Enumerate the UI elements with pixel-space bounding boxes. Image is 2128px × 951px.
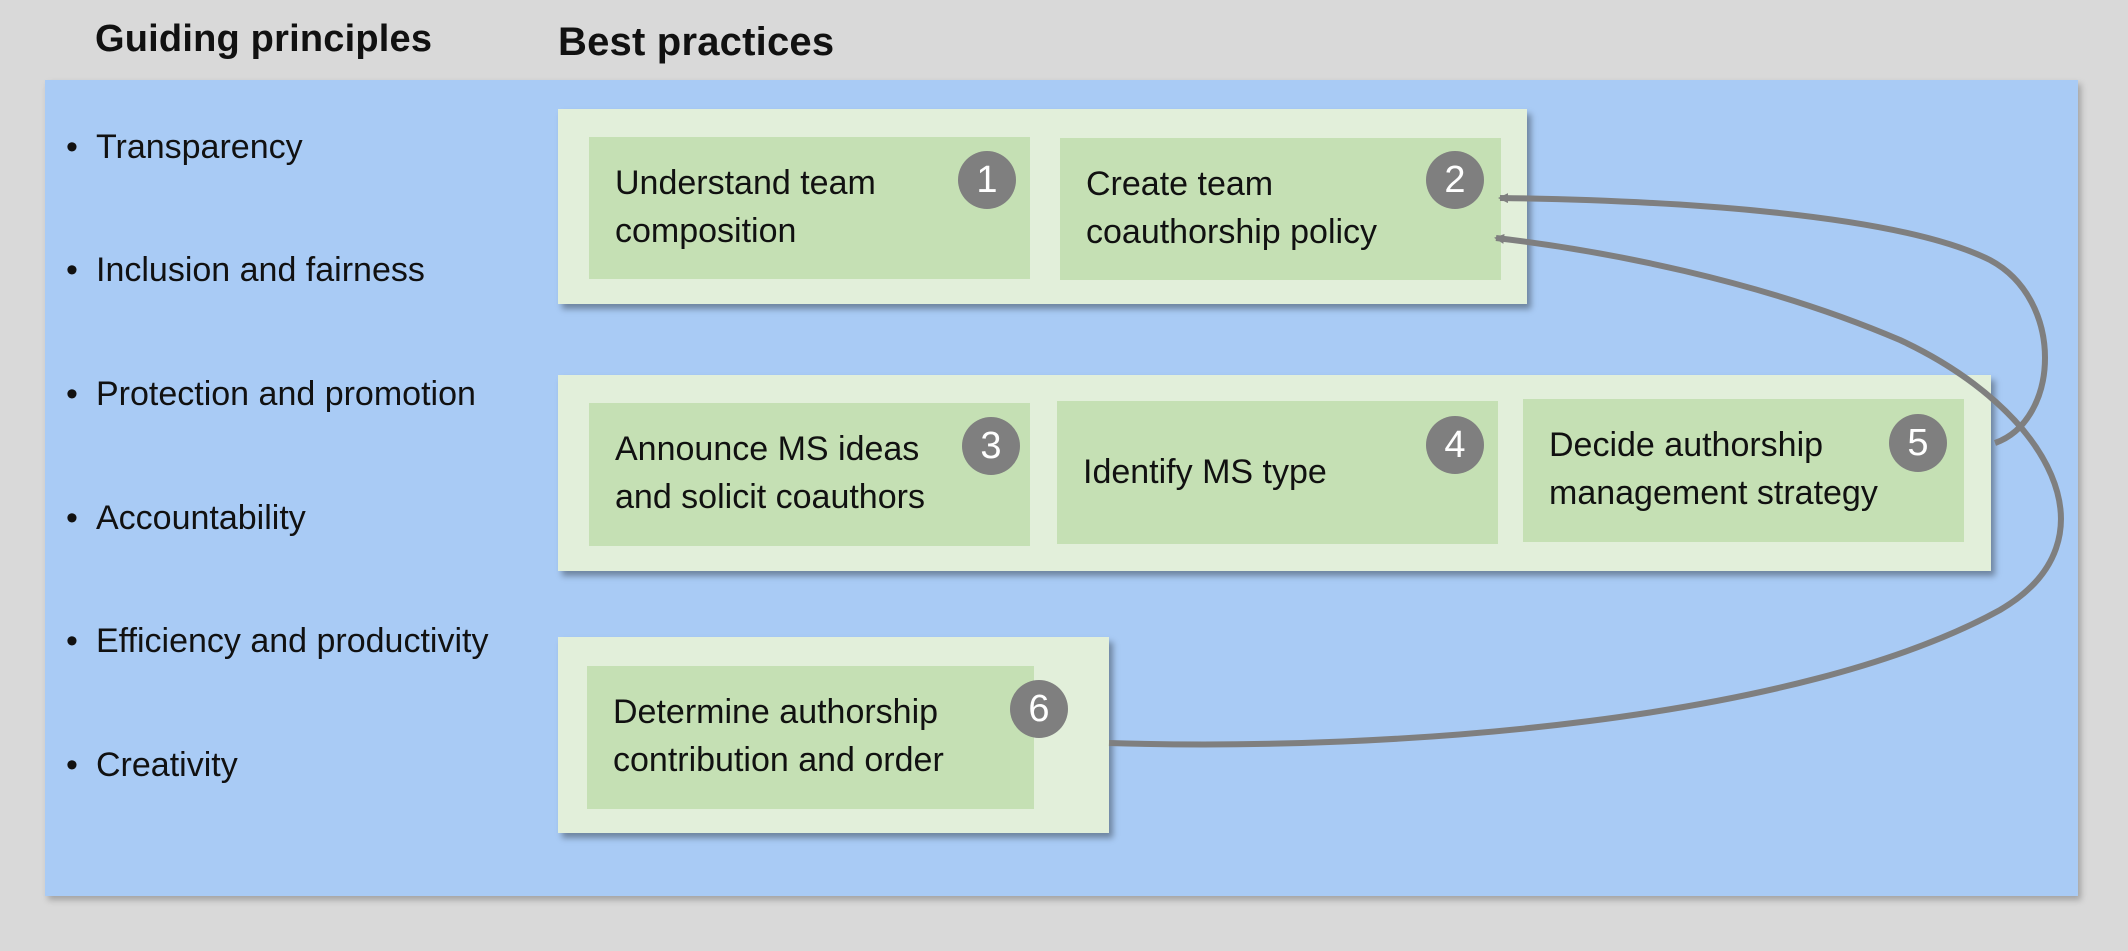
practice-text: Identify MS type [1083, 453, 1327, 491]
practice-text: Understand team composition [615, 164, 876, 250]
principle-label: Efficiency and productivity [96, 622, 489, 660]
principle-item: • Transparency [66, 128, 303, 167]
step-number-badge: 1 [958, 151, 1016, 209]
principle-label: Accountability [96, 499, 306, 537]
practice-card-6: Determine authorship contribution and or… [587, 666, 1068, 809]
bullet-marker: • [66, 128, 78, 166]
principle-item: • Protection and promotion [66, 375, 476, 414]
practice-card-2: Create team coauthorship policy 2 [1060, 138, 1501, 280]
principle-item: • Inclusion and fairness [66, 251, 425, 290]
practice-group-2: Announce MS ideas and solicit coauthors … [558, 375, 1991, 571]
practice-card-1: Understand team composition 1 [589, 137, 1030, 279]
bullet-marker: • [66, 746, 78, 784]
step-number-badge: 3 [962, 417, 1020, 475]
practice-card-4: Identify MS type 4 [1057, 401, 1498, 544]
principle-label: Creativity [96, 746, 238, 784]
bullet-marker: • [66, 251, 78, 289]
practice-card-3: Announce MS ideas and solicit coauthors … [589, 403, 1030, 546]
principle-item: • Efficiency and productivity [66, 622, 488, 661]
step-number-badge: 6 [1010, 680, 1068, 738]
practice-group-3: Determine authorship contribution and or… [558, 637, 1109, 833]
bullet-marker: • [66, 499, 78, 537]
principle-label: Transparency [96, 128, 303, 166]
practice-text: Determine authorship contribution and or… [613, 693, 944, 779]
principle-item: • Accountability [66, 499, 306, 538]
principle-item: • Creativity [66, 746, 238, 785]
step-number-badge: 2 [1426, 151, 1484, 209]
step-number-badge: 5 [1889, 414, 1947, 472]
bullet-marker: • [66, 622, 78, 660]
best-practices-heading: Best practices [558, 20, 835, 64]
guiding-principles-heading: Guiding principles [95, 18, 433, 60]
practice-text: Create team coauthorship policy [1086, 165, 1378, 251]
principle-label: Protection and promotion [96, 375, 476, 413]
practice-group-1: Understand team composition 1 Create tea… [558, 109, 1527, 304]
practice-text: Decide authorship management strategy [1549, 426, 1878, 512]
bullet-marker: • [66, 375, 78, 413]
practice-text: Announce MS ideas and solicit coauthors [615, 430, 925, 516]
principle-label: Inclusion and fairness [96, 251, 425, 289]
practice-card-5: Decide authorship management strategy 5 [1523, 399, 1964, 542]
step-number-badge: 4 [1426, 416, 1484, 474]
